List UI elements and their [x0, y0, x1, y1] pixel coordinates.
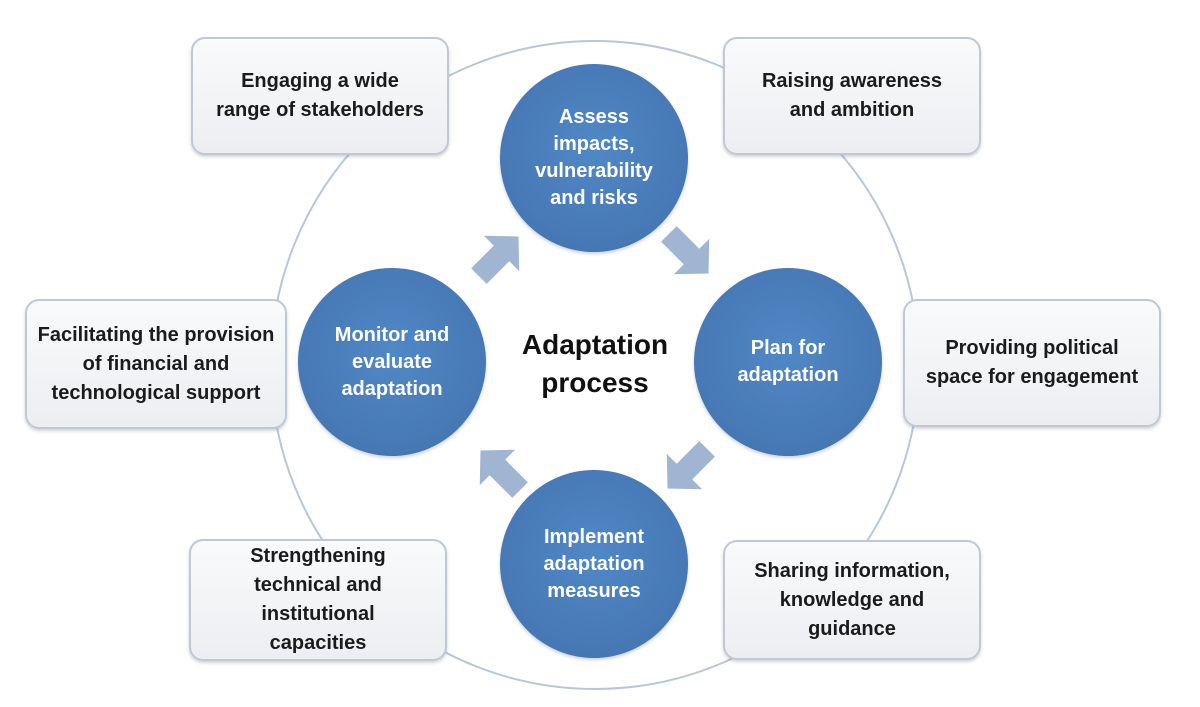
- cycle-arrow-plan-to-implement-icon: [639, 419, 738, 518]
- activity-box-sharing-information: Sharing information, knowledge and guida…: [723, 540, 981, 660]
- cycle-arrow-implement-to-monitor-icon: [452, 422, 551, 521]
- cycle-arrow-assess-to-plan-icon: [639, 204, 738, 303]
- step-circle-implement: Implement adaptation measures: [500, 470, 688, 658]
- step-circle-plan: Plan for adaptation: [694, 268, 882, 456]
- activity-box-raising-awareness: Raising awareness and ambition: [723, 37, 981, 155]
- activity-box-strengthening-capacities: Strengthening technical and institutiona…: [189, 539, 447, 661]
- activity-box-facilitating-support: Facilitating the provision of financial …: [25, 299, 287, 429]
- step-circle-monitor: Monitor and evaluate adaptation: [298, 268, 486, 456]
- activity-box-engaging-stakeholders: Engaging a wide range of stakeholders: [191, 37, 449, 155]
- activity-box-political-space: Providing political space for engagement: [903, 299, 1161, 427]
- step-circle-assess: Assess impacts, vulnerability and risks: [500, 64, 688, 252]
- center-title: Adaptation process: [521, 329, 669, 398]
- cycle-arrow-monitor-to-assess-icon: [449, 208, 548, 307]
